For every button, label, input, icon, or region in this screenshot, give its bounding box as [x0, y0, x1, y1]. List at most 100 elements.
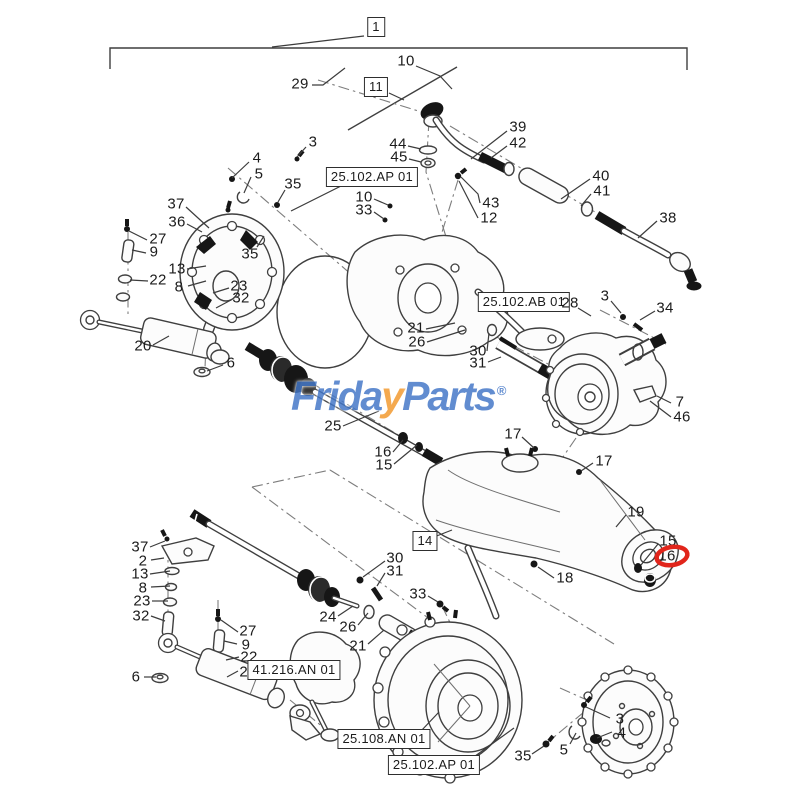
part-label-3: 3 — [615, 710, 625, 728]
part-label-16: 16 — [374, 443, 392, 461]
part-label-26: 26 — [408, 333, 426, 351]
part-label-2: 2 — [138, 552, 148, 570]
leader-line-21 — [425, 322, 456, 330]
tie-rod-assembly — [418, 102, 702, 291]
part-label-40: 40 — [592, 167, 610, 185]
part-label-12: 12 — [480, 209, 498, 227]
leader-line-19 — [615, 514, 627, 528]
ref-box-41-216-an-01: 41.216.AN 01 — [247, 660, 341, 680]
part-label-9: 9 — [149, 243, 159, 261]
brake-disc — [542, 665, 679, 779]
part-label-17: 17 — [504, 425, 522, 443]
leader-line-12 — [458, 180, 479, 219]
part-label-35: 35 — [284, 175, 302, 193]
leader-line-46 — [649, 400, 672, 418]
leader-line-24 — [337, 605, 354, 617]
part-label-27: 27 — [239, 622, 257, 640]
leader-line-13 — [149, 570, 171, 575]
leader-line-17 — [580, 462, 594, 472]
part-label-4: 4 — [617, 724, 627, 742]
leader-line-3 — [585, 706, 611, 719]
leader-line-10 — [373, 198, 389, 206]
part-label-30: 30 — [386, 549, 404, 567]
ref-box-25-102-ap-01: 25.102.AP 01 — [325, 167, 419, 187]
part-label-38: 38 — [659, 209, 677, 227]
leader-line-4 — [231, 161, 250, 179]
frame-bracket — [109, 47, 688, 131]
leader-line-36 — [186, 223, 203, 233]
part-label-27: 27 — [149, 230, 167, 248]
watermark-swoosh-y: y — [381, 373, 404, 419]
leader-line-28 — [577, 307, 592, 317]
part-label-45: 45 — [390, 148, 408, 166]
leader-line-39 — [470, 130, 508, 160]
leader-line-2 — [150, 557, 165, 561]
ref-box-1: 1 — [367, 17, 385, 37]
leader-line-33 — [427, 595, 439, 603]
leader-line-21 — [367, 629, 385, 645]
part-label-23: 23 — [230, 277, 248, 295]
part-label-35: 35 — [241, 245, 259, 263]
leader-line-41 — [580, 193, 592, 207]
part-label-24: 24 — [319, 608, 337, 626]
leader-line-3 — [610, 300, 622, 314]
part-label-36: 36 — [168, 213, 186, 231]
leader-line-27 — [220, 619, 239, 633]
differential-carrier — [541, 314, 667, 437]
leader-line-43 — [460, 176, 481, 204]
leader-line-10 — [415, 65, 453, 90]
steering-cylinder-lower — [151, 632, 322, 741]
part-label-42: 42 — [509, 134, 527, 152]
leader-line-9 — [131, 249, 147, 254]
part-label-39: 39 — [509, 118, 527, 136]
leader-line-25 — [342, 410, 380, 427]
leader-line-35 — [277, 189, 286, 203]
part-label-26: 26 — [339, 618, 357, 636]
leader-line-33 — [373, 211, 385, 220]
leader-line-7 — [656, 395, 672, 404]
part-label-43: 43 — [482, 194, 500, 212]
leader-line-3 — [296, 146, 307, 158]
leader-line-45 — [408, 158, 422, 163]
leader-line-22 — [129, 279, 149, 282]
leader-line-42 — [490, 145, 508, 159]
leader-line-23 — [212, 287, 230, 294]
part-label-18: 18 — [556, 569, 574, 587]
part-label-34: 34 — [656, 299, 674, 317]
leader-line-27 — [128, 230, 148, 241]
leader-line-6 — [206, 364, 224, 372]
part-label-32: 32 — [132, 607, 150, 625]
leader-line-22 — [225, 656, 240, 661]
leader-line-1 — [271, 35, 365, 48]
leader-line-17 — [521, 436, 535, 449]
ref-box-25-102-ab-01: 25.102.AB 01 — [477, 292, 571, 312]
part-label-6: 6 — [131, 668, 141, 686]
leader-line-32 — [150, 615, 166, 622]
part-label-44: 44 — [389, 135, 407, 153]
leader-line-32 — [215, 299, 232, 309]
leader-line-8 — [150, 585, 171, 588]
leader-line-30 — [486, 332, 490, 352]
leader-line-26 — [357, 612, 369, 626]
part-label-19: 19 — [627, 503, 645, 521]
part-label-35: 35 — [514, 747, 532, 765]
watermark-text-frida: Frida — [291, 373, 383, 419]
part-label-15: 15 — [375, 456, 393, 474]
leader-line-30 — [362, 560, 386, 578]
ref-box-25-108-an-01: 25.108.AN 01 — [337, 729, 431, 749]
highlight-oval-part-16 — [654, 544, 690, 568]
part-label-31: 31 — [386, 562, 404, 580]
part-label-25: 25 — [324, 417, 342, 435]
leader-line-26 — [426, 329, 466, 343]
part-label-31: 31 — [469, 354, 487, 372]
leader-line-25-102-ap-01 — [290, 184, 344, 212]
leader-line-34 — [639, 310, 656, 321]
leader-line-35 — [531, 745, 545, 755]
ref-box-25-102-ap-01: 25.102.AP 01 — [387, 755, 481, 775]
leader-line-20 — [152, 335, 170, 346]
front-drive-shaft — [244, 342, 444, 466]
leader-line-35 — [256, 235, 265, 248]
leader-line-5 — [243, 176, 252, 194]
part-label-8: 8 — [174, 278, 184, 296]
